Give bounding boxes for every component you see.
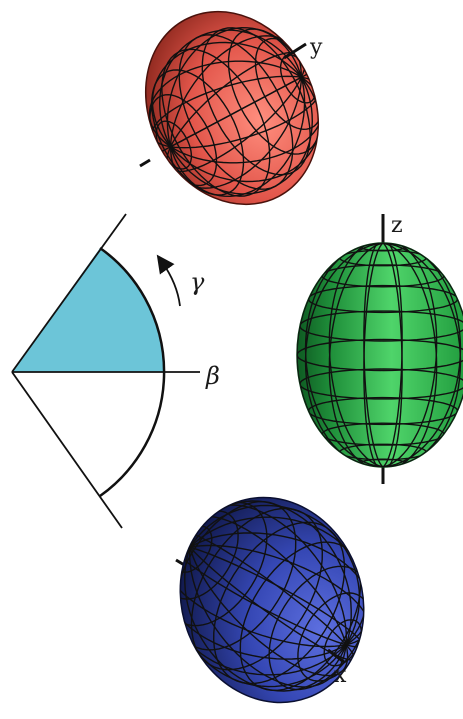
blue-ellipsoid: x <box>165 496 371 704</box>
grid-meridian <box>189 504 361 646</box>
blue-ellipsoid-body <box>179 496 365 704</box>
sector-fill <box>12 248 165 372</box>
grid-meridian <box>382 243 403 467</box>
grid-meridian <box>166 26 302 147</box>
sector-arc <box>99 246 166 498</box>
y-axis-line <box>283 42 307 60</box>
grid-meridian <box>170 76 314 195</box>
beta-label: β <box>205 362 220 390</box>
curved-arrow-icon <box>156 254 181 307</box>
angle-sector: γ β <box>11 213 220 529</box>
grid-meridian <box>170 77 306 198</box>
grid-meridian <box>382 243 438 467</box>
upper-ray <box>11 213 127 373</box>
y-axis-label: y <box>309 35 323 60</box>
lower-ray <box>11 371 123 529</box>
grid-latitude-ring <box>297 338 463 372</box>
y-axis-back-stub <box>139 158 151 168</box>
grid-meridian <box>363 243 384 467</box>
x-axis-line <box>327 648 345 664</box>
red-ellipsoid: y <box>139 10 324 206</box>
z-axis-label: z <box>391 213 403 238</box>
gamma-label: γ <box>190 268 205 296</box>
grid-meridian <box>184 546 347 692</box>
grid-meridian <box>158 29 302 148</box>
green-ellipsoid: z <box>296 213 463 484</box>
grid-meridian <box>188 547 347 688</box>
grid-meridian <box>328 243 384 467</box>
grid-meridian <box>148 60 302 148</box>
x-axis-label: x <box>334 663 347 688</box>
grid-meridian <box>151 41 302 148</box>
